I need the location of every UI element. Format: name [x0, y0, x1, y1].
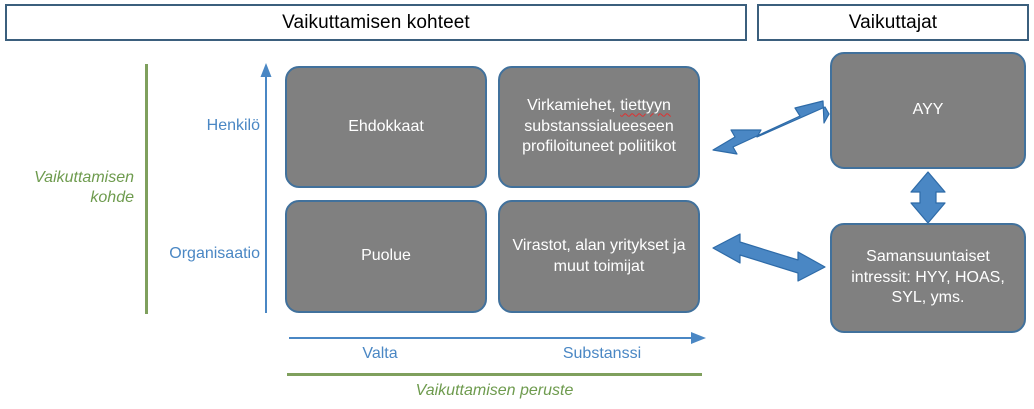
matrix-cell-agencies: Virastot, alan yritykset ja muut toimija… — [498, 200, 700, 313]
officials-text-post: substanssialueeseen profiloituneet polii… — [522, 117, 676, 156]
x-axis-title: Vaikuttamisen peruste — [415, 382, 574, 399]
influencer-box-ayy: AYY — [830, 52, 1026, 169]
officials-text-pre: Virkamiehet, — [527, 97, 621, 115]
y-axis-green-line — [145, 64, 148, 314]
header-influencers-label: Vaikuttajat — [848, 11, 938, 33]
y-axis-title: Vaikuttamisen kohde — [34, 169, 134, 206]
header-influencers: Vaikuttajat — [757, 4, 1029, 41]
matrix-cell-candidates: Ehdokkaat — [285, 66, 487, 188]
matrix-cell-agencies-label: Virastot, alan yritykset ja muut toimija… — [512, 237, 686, 275]
y-tick-organisaatio: Organisaatio — [169, 245, 260, 262]
y-axis-blue-arrow — [260, 63, 272, 313]
double-arrow-ayy-interests — [910, 171, 946, 224]
influencer-box-ayy-label: AYY — [912, 101, 944, 119]
header-influence-targets: Vaikuttamisen kohteet — [5, 4, 747, 41]
influencer-box-aligned-interests-label: Samansuuntaiset intressit: HYY, HOAS, SY… — [851, 248, 1005, 307]
double-arrow-officials-ayy — [712, 100, 830, 155]
matrix-cell-officials-label: Virkamiehet, tiettyyn substanssialueesee… — [510, 96, 688, 157]
matrix-cell-candidates-label: Ehdokkaat — [348, 117, 424, 135]
officials-text-spellchecked: tiettyyn — [620, 97, 671, 115]
x-tick-valta: Valta — [362, 345, 398, 362]
y-tick-henkilo: Henkilö — [206, 117, 260, 134]
influencer-box-aligned-interests: Samansuuntaiset intressit: HYY, HOAS, SY… — [830, 223, 1026, 333]
double-arrow-agencies-interests — [712, 233, 826, 282]
matrix-cell-officials: Virkamiehet, tiettyyn substanssialueesee… — [498, 66, 700, 188]
x-tick-substanssi: Substanssi — [562, 345, 642, 362]
x-axis-blue-arrow — [289, 332, 706, 344]
matrix-cell-party-label: Puolue — [361, 247, 411, 265]
matrix-cell-party: Puolue — [285, 200, 487, 313]
header-influence-targets-label: Vaikuttamisen kohteet — [282, 11, 470, 33]
x-axis-green-line — [287, 373, 702, 376]
